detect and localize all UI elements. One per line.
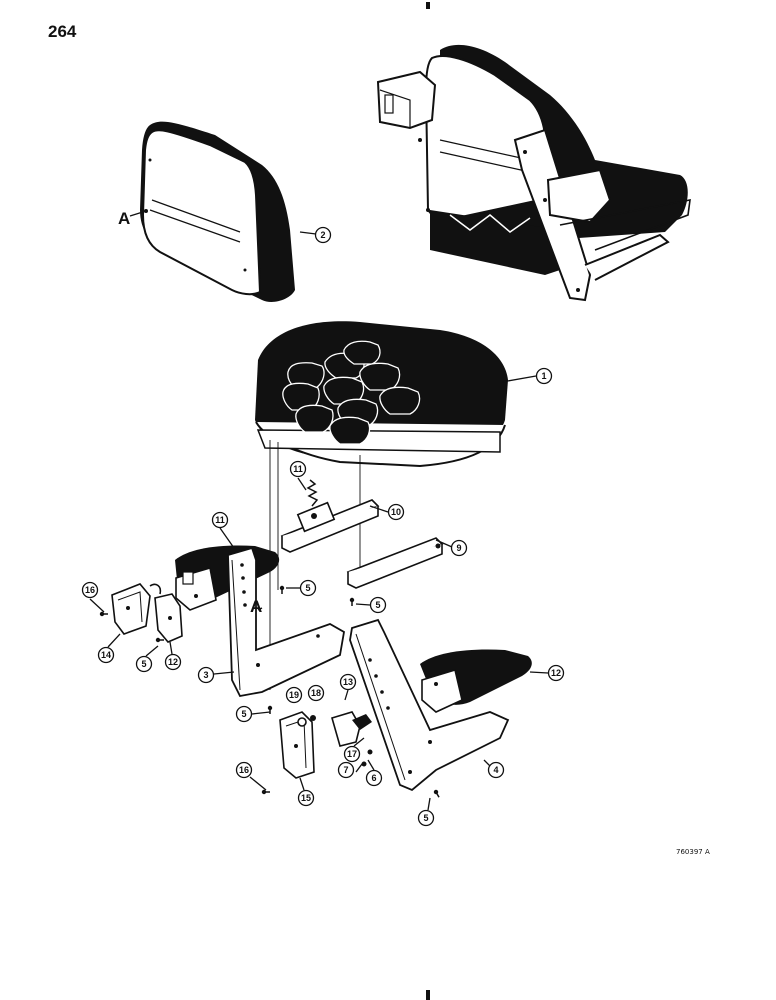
rail-part-8 <box>346 537 444 589</box>
drawing-code: 760397 A <box>676 848 710 856</box>
page-number: 264 <box>48 22 77 41</box>
svg-text:5: 5 <box>241 709 246 719</box>
washer-part-6 <box>367 749 373 755</box>
svg-text:15: 15 <box>301 793 311 803</box>
svg-text:4: 4 <box>493 765 498 775</box>
callout-9 <box>387 503 405 521</box>
svg-text:12: 12 <box>551 668 561 678</box>
nut-part-7 <box>361 761 367 767</box>
bracket-part-12 <box>149 583 183 643</box>
callout-17 <box>343 745 361 763</box>
callout-5-e <box>417 809 435 827</box>
armrest-right-part-11 <box>420 649 532 713</box>
svg-text:5: 5 <box>375 600 380 610</box>
callout-16-a <box>81 581 99 599</box>
bolt-part-5 <box>279 585 285 595</box>
side-frame-right-part-4 <box>349 618 510 792</box>
bracket-part-14 <box>111 583 151 635</box>
rail-part-9 <box>280 499 380 553</box>
washer-part-18 <box>310 715 316 721</box>
reference-letter-a-frame: A <box>250 597 262 616</box>
side-frame-left-part-3 <box>227 546 345 698</box>
armrest-left-part-11 <box>175 545 280 611</box>
svg-text:11: 11 <box>293 464 303 474</box>
assembled-seat <box>376 44 691 302</box>
callout-numbers: 2 1 11 10 9 11 5 5 16 14 5 12 3 12 13 19… <box>85 230 561 823</box>
callout-14 <box>97 646 115 664</box>
backrest-part-2 <box>140 121 295 302</box>
svg-text:9: 9 <box>456 543 461 553</box>
spring-part-10 <box>306 479 319 507</box>
callout-5-c <box>135 655 153 673</box>
callout-5-b <box>369 596 387 614</box>
svg-text:13: 13 <box>343 677 353 687</box>
callout-2 <box>314 226 332 244</box>
svg-text:11: 11 <box>215 515 225 525</box>
bolt-part-16 <box>99 611 109 617</box>
svg-text:18: 18 <box>311 688 321 698</box>
callout-16-b <box>235 761 253 779</box>
svg-text:12: 12 <box>168 657 178 667</box>
svg-text:5: 5 <box>141 659 146 669</box>
nut-part-19 <box>297 717 307 727</box>
callout-1 <box>535 367 553 385</box>
bracket-part-15 <box>279 711 315 779</box>
callout-10 <box>289 460 307 478</box>
top-mark <box>426 2 430 9</box>
svg-text:5: 5 <box>423 813 428 823</box>
svg-text:14: 14 <box>101 650 111 660</box>
svg-text:19: 19 <box>289 690 299 700</box>
svg-text:1: 1 <box>541 371 546 381</box>
svg-text:5: 5 <box>305 583 310 593</box>
svg-text:6: 6 <box>371 773 376 783</box>
callout-3 <box>197 666 215 684</box>
bolt-part-5 <box>155 637 165 643</box>
callout-5-a <box>299 579 317 597</box>
svg-text:7: 7 <box>343 765 348 775</box>
callout-8 <box>450 539 468 557</box>
callout-5-d <box>235 705 253 723</box>
reference-letter-a-backrest: A <box>118 209 130 228</box>
bolt-part-5 <box>432 788 442 800</box>
svg-text:2: 2 <box>320 230 325 240</box>
callout-12 <box>164 653 182 671</box>
svg-text:10: 10 <box>391 507 401 517</box>
bolt-part-5 <box>349 597 355 607</box>
svg-text:16: 16 <box>85 585 95 595</box>
svg-text:17: 17 <box>347 749 357 759</box>
callout-4 <box>487 761 505 779</box>
bolt-part-16 <box>261 789 271 795</box>
callout-13 <box>339 673 357 691</box>
callout-18 <box>307 684 325 702</box>
callout-11-right <box>547 664 565 682</box>
bottom-mark <box>426 990 430 1000</box>
seat-cushion-part-1 <box>255 321 508 468</box>
callouts <box>81 210 565 827</box>
callout-6 <box>365 769 383 787</box>
callout-7 <box>337 761 355 779</box>
callout-15 <box>297 789 315 807</box>
svg-text:3: 3 <box>203 670 208 680</box>
latch-part-13 <box>331 711 372 747</box>
callout-11-left <box>211 511 229 529</box>
svg-text:16: 16 <box>239 765 249 775</box>
callout-19 <box>285 686 303 704</box>
